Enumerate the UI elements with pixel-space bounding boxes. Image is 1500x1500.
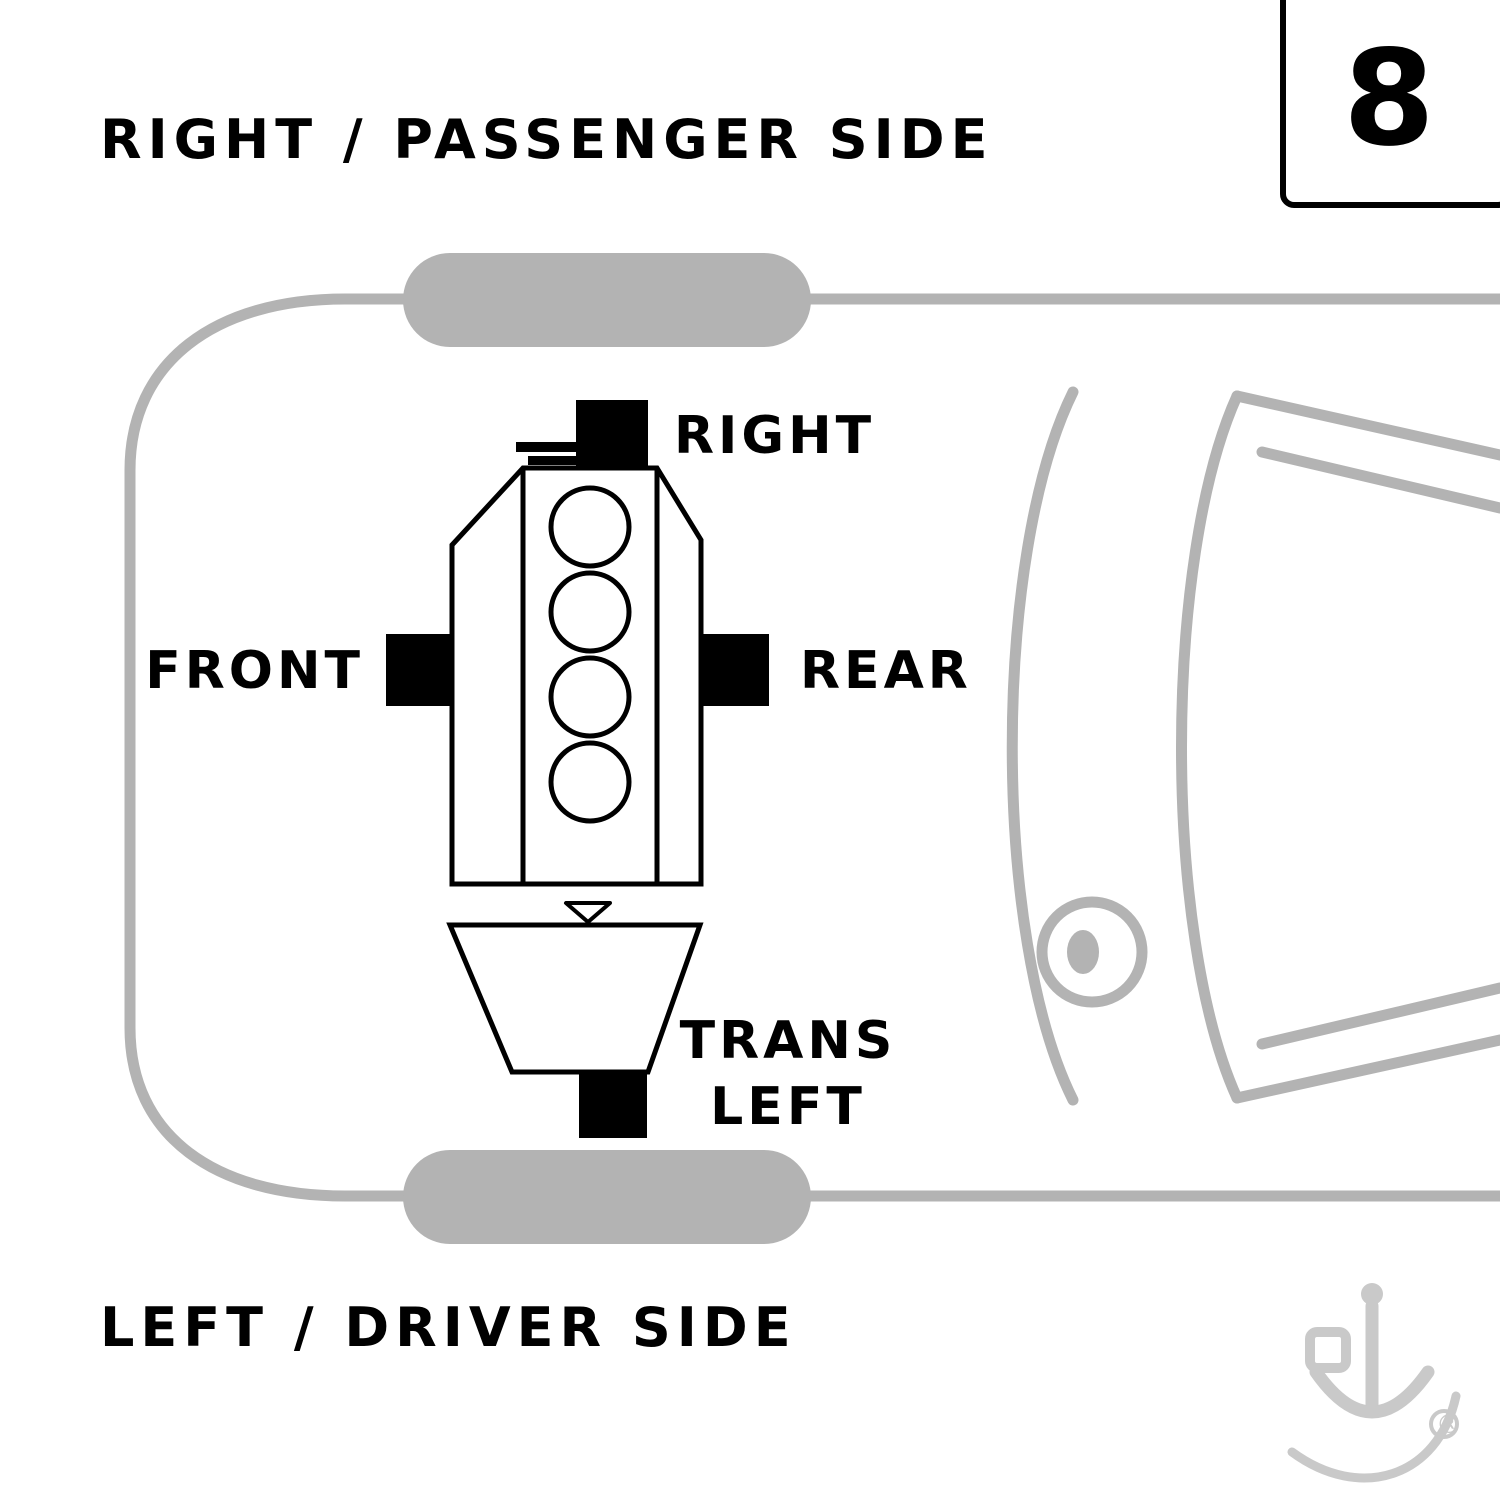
- steering-wheel-hub-icon: [1067, 930, 1099, 974]
- trans-mount-label-line1: TRANS: [680, 1011, 897, 1071]
- front-passenger-wheel: [403, 253, 811, 347]
- trans-mount-label-line2: LEFT: [710, 1077, 866, 1137]
- car-body-outline: [124, 293, 1500, 1202]
- hood-line-bottom-inner: [1256, 982, 1500, 1050]
- hood-line-bottom-outer: [1231, 1034, 1500, 1104]
- rear-mount-label: REAR: [800, 641, 972, 701]
- registered-mark: ®: [1436, 1410, 1462, 1440]
- hood-line-top-inner: [1256, 446, 1500, 514]
- front-mount-label: FRONT: [145, 641, 364, 701]
- page-number-box: 8: [1280, 0, 1500, 208]
- right-mount-marker: [576, 400, 648, 468]
- anchor-logo-icon: [1287, 1283, 1461, 1483]
- shifter-icon: [564, 901, 612, 924]
- cylinder-4: [548, 740, 632, 824]
- rear-mount-marker: [701, 634, 769, 706]
- steering-wheel-icon: [1036, 896, 1148, 1008]
- hood-line-top-outer: [1231, 390, 1500, 461]
- cylinder-3: [548, 655, 632, 739]
- right-mount-bolt-lower: [528, 456, 578, 465]
- cylinder-2: [548, 570, 632, 654]
- windshield-left-arc: [1006, 386, 1079, 1106]
- right-mount-bolt-upper: [516, 442, 578, 452]
- top-side-title: RIGHT / PASSENGER SIDE: [100, 108, 994, 171]
- transmission-outline: [446, 922, 704, 1075]
- front-driver-wheel: [403, 1150, 811, 1244]
- cylinder-1: [548, 485, 632, 569]
- front-mount-marker: [386, 634, 452, 706]
- bottom-side-title: LEFT / DRIVER SIDE: [100, 1296, 797, 1359]
- trans-mount-marker: [579, 1072, 647, 1138]
- windshield-right-arc: [1176, 390, 1243, 1104]
- page-number: 8: [1343, 22, 1435, 176]
- right-mount-label: RIGHT: [674, 406, 875, 466]
